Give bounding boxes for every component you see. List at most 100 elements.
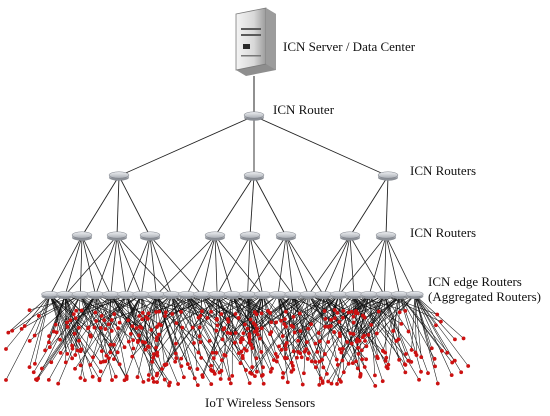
sensor-dot-icon (155, 325, 159, 329)
link-l2-edge-22 (384, 235, 387, 296)
sensor-dot-icon (247, 334, 252, 339)
sensor-dot-icon (254, 356, 259, 361)
sensor-link (201, 294, 247, 371)
link-l2-edge-16 (285, 235, 294, 296)
link-l2-edge-6 (140, 235, 151, 296)
edge-router-icon (208, 291, 226, 299)
sensor-dot-icon (433, 364, 437, 369)
sensor-link (217, 294, 262, 314)
sensor-dot-icon (108, 342, 113, 347)
sensor-dot-icon (210, 350, 215, 355)
sensor-dot-icon (77, 338, 81, 343)
sensor-dot-icon (225, 330, 230, 335)
sensor-dot-icon (4, 347, 8, 351)
sensor-dot-icon (268, 369, 273, 374)
sensor-dot-icon (359, 348, 364, 353)
sensor-dot-icon (65, 325, 70, 329)
sensor-dot-icon (227, 377, 232, 381)
sensor-dot-icon (154, 335, 159, 340)
sensor-dot-icon (179, 310, 183, 314)
sensor-dot-icon (363, 339, 367, 343)
sensor-link (110, 294, 127, 377)
sensor-link (110, 294, 139, 343)
sensor-link (125, 294, 158, 356)
sensor-link (322, 294, 355, 384)
sensor-dot-icon (313, 365, 318, 370)
sensor-dot-icon (391, 329, 396, 333)
sensor-link (414, 294, 464, 339)
sensor-link (221, 294, 263, 315)
sensor-link (171, 294, 196, 379)
edge-router-icon (223, 291, 242, 299)
sensor-dot-icon (274, 320, 278, 325)
sensor-link (156, 294, 203, 383)
sensor-link (243, 294, 294, 334)
sensor-link (5, 294, 51, 350)
sensor-dot-icon (88, 363, 93, 367)
sensor-link (216, 294, 243, 356)
edge-router-icon (147, 291, 166, 299)
sensor-dot-icon (277, 344, 281, 349)
edge-router-icon (314, 291, 333, 299)
sensor-dot-icon (27, 339, 32, 343)
sensor-dot-icon (198, 340, 203, 345)
sensor-link (106, 294, 142, 356)
sensor-link (225, 294, 248, 356)
sensor-dot-icon (332, 330, 336, 334)
sensor-dot-icon (86, 325, 91, 330)
sensor-dot-icon (290, 364, 295, 368)
sensor-dot-icon (364, 344, 369, 349)
sensor-link (95, 294, 113, 381)
link-l2-edge-13 (247, 235, 251, 296)
link-l2-edge-11 (214, 235, 218, 296)
sensor-dot-icon (432, 356, 437, 361)
sensor-link (414, 294, 439, 384)
sensor-link (171, 294, 217, 353)
link-l2-edge-b-8 (116, 235, 172, 296)
sensor-dot-icon (414, 353, 419, 357)
sensor-link (104, 294, 142, 321)
sensor-dot-icon (6, 330, 11, 335)
sensor-dot-icon (131, 338, 136, 343)
sensor-dot-icon (356, 345, 361, 350)
sensor-dot-icon (207, 339, 212, 343)
sensor-dot-icon (122, 378, 127, 383)
sensor-dot-icon (68, 318, 73, 323)
sensor-link (382, 294, 400, 351)
link-l2-edge-19 (338, 235, 351, 296)
sensor-dot-icon (140, 317, 145, 322)
sensor-dot-icon (318, 376, 323, 381)
sensor-dot-icon (4, 378, 8, 382)
edge-router-icon (132, 291, 150, 299)
sensor-link (78, 294, 112, 341)
sensor-dot-icon (350, 361, 355, 366)
sensor-link (113, 294, 142, 360)
sensor-dot-icon (145, 316, 150, 321)
level2-router-icon (139, 231, 161, 241)
sensor-dot-icon (102, 318, 107, 323)
sensor-dot-icon (340, 346, 345, 351)
sensor-link (60, 294, 96, 354)
sensor-dot-icon (70, 356, 75, 361)
sensor-link (74, 294, 81, 356)
sensor-dot-icon (126, 318, 131, 323)
sensor-dot-icon (58, 350, 63, 355)
sensor-dot-icon (338, 334, 342, 339)
sensor-dot-icon (461, 336, 466, 341)
sensor-dot-icon (218, 377, 223, 381)
sensor-dot-icon (279, 318, 283, 323)
sensor-dot-icon (168, 380, 172, 385)
sensor-dot-icon (97, 378, 102, 383)
sensor-link (201, 294, 256, 377)
link-l2-edge-12 (214, 235, 233, 296)
sensor-link (398, 294, 400, 340)
sensor-dot-icon (275, 354, 280, 359)
sensor-dot-icon (280, 334, 285, 339)
sensor-dot-icon (250, 365, 255, 369)
link-l1-l2-7 (385, 175, 389, 237)
level2-router-icon (239, 231, 261, 241)
sensor-dot-icon (236, 351, 241, 356)
sensor-link (171, 294, 195, 344)
sensor-link (368, 294, 379, 359)
sensor-dot-icon (228, 331, 233, 336)
